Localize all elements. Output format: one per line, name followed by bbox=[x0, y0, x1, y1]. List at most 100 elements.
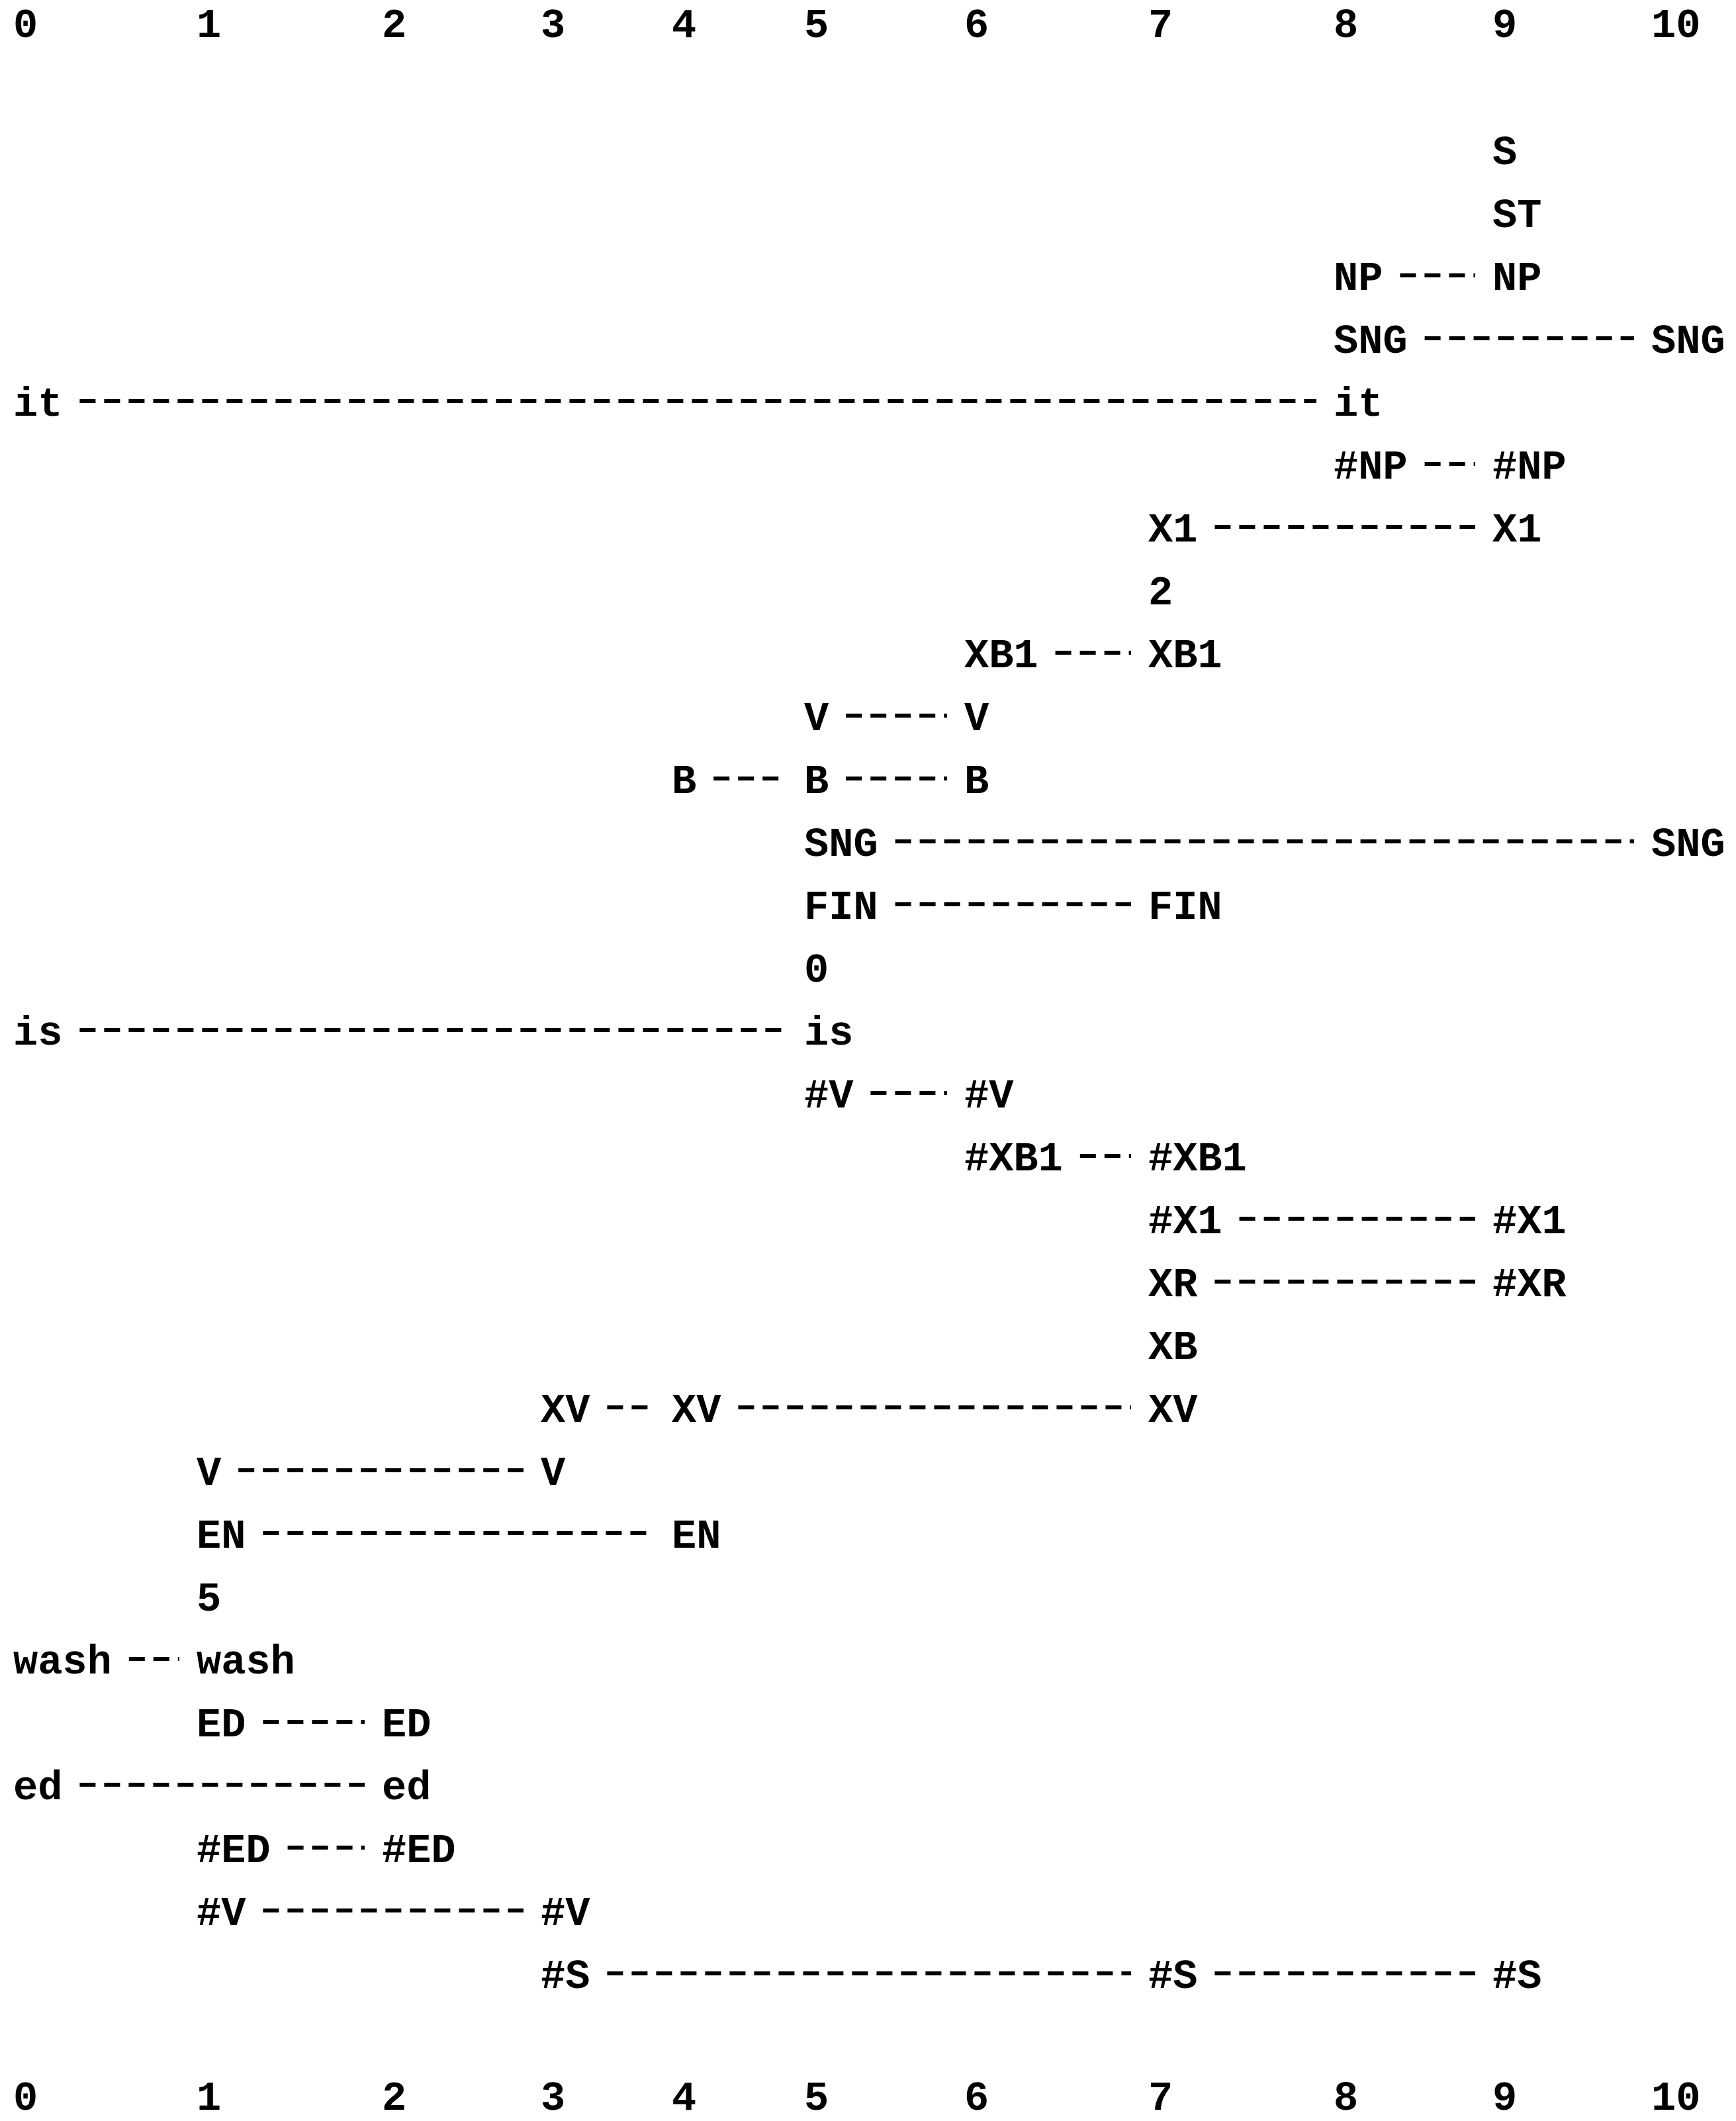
node-label: #S bbox=[1148, 1954, 1197, 2001]
top-axis-tick-9: 9 bbox=[1492, 3, 1517, 50]
lattice-row: #ED #ED bbox=[197, 1828, 456, 1875]
node-label: wash bbox=[13, 1639, 112, 1686]
top-axis-tick-5: 5 bbox=[804, 3, 829, 50]
node-label: it bbox=[13, 381, 62, 428]
top-axis-tick-2: 2 bbox=[382, 3, 406, 50]
bottom-axis-tick-2: 2 bbox=[382, 2075, 406, 2121]
node-label: V bbox=[964, 696, 989, 743]
node-label: SNG bbox=[804, 822, 878, 869]
node-label: #ED bbox=[197, 1828, 271, 1875]
lattice-row: 2 bbox=[1148, 570, 1173, 617]
top-axis-tick-6: 6 bbox=[964, 3, 989, 50]
bottom-axis-tick-5: 5 bbox=[804, 2075, 829, 2121]
node-label: ED bbox=[382, 1702, 431, 1749]
node-label: 2 bbox=[1148, 570, 1173, 617]
lattice-row: ED ED bbox=[197, 1702, 431, 1749]
bottom-axis-tick-6: 6 bbox=[964, 2075, 989, 2121]
node-label: B bbox=[672, 759, 696, 806]
lattice-row: X1 X1 bbox=[1148, 507, 1541, 554]
node-label: SNG bbox=[1334, 318, 1408, 365]
bottom-axis-tick-4: 4 bbox=[672, 2075, 696, 2121]
lattice-row: NP NP bbox=[1334, 256, 1541, 303]
node-label: X1 bbox=[1148, 507, 1197, 554]
lattice-row: ed ed bbox=[13, 1765, 431, 1812]
lattice-row: S bbox=[1492, 130, 1517, 177]
node-label: B bbox=[964, 759, 989, 806]
node-label: EN bbox=[197, 1513, 246, 1560]
lattice-row: XB1 XB1 bbox=[964, 633, 1222, 680]
lattice-row: #XB1#XB1 bbox=[964, 1136, 1247, 1183]
node-label: is bbox=[804, 1010, 853, 1057]
node-label: 5 bbox=[197, 1576, 221, 1623]
node-label: #S bbox=[1492, 1954, 1541, 2001]
lattice-row: XB bbox=[1148, 1325, 1197, 1372]
node-label: SNG bbox=[1651, 822, 1725, 869]
node-label: V bbox=[541, 1450, 566, 1497]
node-label: FIN bbox=[1148, 884, 1222, 931]
lattice-row: #S #S #S bbox=[541, 1954, 1541, 2001]
lattice-row: XR#XR bbox=[1148, 1262, 1567, 1309]
node-label: NP bbox=[1334, 256, 1383, 303]
bottom-axis-tick-10: 10 bbox=[1651, 2075, 1700, 2121]
node-label: #V bbox=[197, 1891, 246, 1938]
lattice-row: 0 bbox=[804, 947, 829, 994]
node-label: XB bbox=[1148, 1325, 1197, 1372]
lattice-row: SNG SNG bbox=[804, 822, 1725, 869]
node-label: XB1 bbox=[1148, 633, 1222, 680]
node-label: V bbox=[197, 1450, 222, 1497]
bottom-axis-tick-7: 7 bbox=[1148, 2075, 1173, 2121]
node-label: #X1 bbox=[1492, 1199, 1567, 1246]
node-label: ST bbox=[1492, 193, 1541, 240]
node-label: #V bbox=[804, 1073, 854, 1120]
node-label: SNG bbox=[1651, 318, 1725, 365]
node-label: #V bbox=[541, 1891, 590, 1938]
lattice-row: ST bbox=[1492, 193, 1541, 240]
lattice-row: it it bbox=[13, 381, 1383, 428]
lattice-row: #NP #NP bbox=[1334, 444, 1567, 491]
lattice-row: #X1 #X1 bbox=[1148, 1199, 1567, 1246]
node-label: #S bbox=[541, 1954, 590, 2001]
top-axis-tick-3: 3 bbox=[541, 3, 565, 50]
lattice-row: wash wash bbox=[13, 1639, 295, 1686]
node-label: #XB1 bbox=[1148, 1136, 1247, 1183]
node-label: XR bbox=[1148, 1262, 1198, 1309]
node-label: 0 bbox=[804, 947, 829, 994]
node-label: FIN bbox=[804, 884, 878, 931]
node-label: ed bbox=[382, 1765, 431, 1812]
top-axis-tick-8: 8 bbox=[1334, 3, 1358, 50]
node-label: wash bbox=[197, 1639, 295, 1686]
lattice-row: is is bbox=[13, 1010, 853, 1057]
lattice-row: FIN FIN bbox=[804, 884, 1222, 931]
top-axis-tick-0: 0 bbox=[13, 3, 38, 50]
node-label: XB1 bbox=[964, 633, 1038, 680]
bottom-axis-tick-1: 1 bbox=[197, 2075, 221, 2121]
node-label: X1 bbox=[1492, 507, 1541, 554]
bottom-axis-tick-8: 8 bbox=[1334, 2075, 1358, 2121]
node-label: #NP bbox=[1334, 444, 1408, 491]
node-label: ed bbox=[13, 1765, 62, 1812]
node-label: #X1 bbox=[1148, 1199, 1222, 1246]
top-axis-tick-1: 1 bbox=[197, 3, 221, 50]
bottom-axis-tick-3: 3 bbox=[541, 2075, 565, 2121]
node-label: ED bbox=[197, 1702, 246, 1749]
node-label: #NP bbox=[1492, 444, 1567, 491]
node-label: S bbox=[1492, 130, 1517, 177]
node-label: NP bbox=[1492, 256, 1541, 303]
bottom-axis-tick-9: 9 bbox=[1492, 2075, 1517, 2121]
node-label: V bbox=[804, 696, 829, 743]
lattice-row: SNG SNG bbox=[1334, 318, 1725, 365]
node-label: is bbox=[13, 1010, 62, 1057]
node-label: #ED bbox=[382, 1828, 456, 1875]
node-label: it bbox=[1334, 381, 1383, 428]
top-axis-tick-4: 4 bbox=[672, 3, 696, 50]
lattice-row: 5 bbox=[197, 1576, 221, 1623]
